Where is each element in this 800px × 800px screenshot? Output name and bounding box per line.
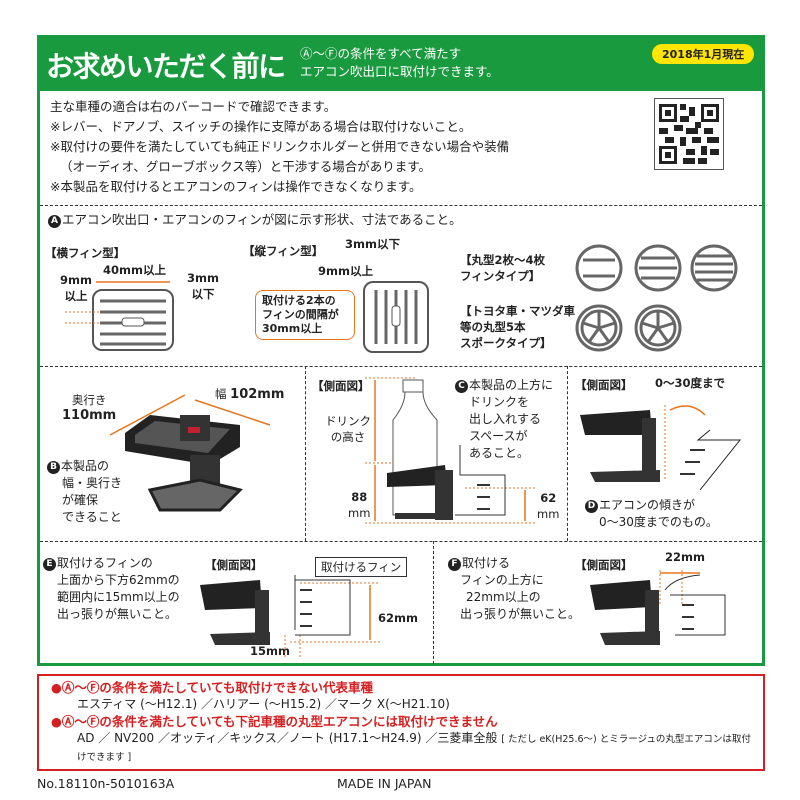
round-fin-diagrams (575, 244, 738, 352)
dim-15mm: 15mm (250, 644, 290, 658)
divider (305, 366, 306, 541)
drink-holder-product-image (109, 394, 271, 512)
width-dim: 幅 102mm (215, 387, 285, 402)
badge-d-icon: D (585, 500, 598, 513)
section-c-side-label: 【側面図】 (312, 379, 370, 393)
side-view-bottle-diagram (365, 377, 535, 524)
angle-dim: 0〜30度まで (655, 376, 726, 390)
qr-code[interactable] (654, 98, 724, 170)
section-d-side-label: 【側面図】 (575, 378, 633, 392)
divider (40, 366, 762, 367)
drink-height-label: ドリンクの高さ (325, 414, 371, 444)
vertical-fin-diagram (363, 281, 429, 353)
badge-f-icon: F (448, 558, 461, 571)
divider (567, 366, 568, 541)
fin-callout: 取付けるフィン (315, 557, 408, 577)
section-e-side-label: 【側面図】 (205, 558, 263, 572)
badge-c-icon: C (455, 380, 468, 393)
side-view-fin-diagram-f (590, 570, 726, 645)
badge-b-icon: B (47, 461, 60, 474)
side-view-tilt-diagram (580, 405, 742, 490)
dim-22mm: 22mm (665, 550, 705, 564)
horizontal-fin-label: 【横フィン型】 (45, 246, 126, 260)
divider (433, 541, 434, 664)
origin-label: MADE IN JAPAN (337, 776, 432, 791)
badge-e-icon: E (43, 558, 56, 571)
vertical-fin-label: 【縦フィン型】 (243, 244, 324, 258)
intro-text: 主な車種の適合は右のバーコードで確認できます。※レバー、ドアノブ、スイッチの操作… (50, 99, 510, 194)
warning-heading-1: ●Ⓐ〜Ⓕの条件を満たしていても取付けできない代表車種 (51, 680, 374, 695)
vertical-gap-dim: 9mm以上 (318, 264, 373, 278)
warning-list-2: AD ／ NV200 ／オッティ／キックス／ノート (H17.1〜H24.9) … (77, 731, 751, 763)
dim-62mm: 62mm (378, 611, 418, 625)
warning-heading-2: ●Ⓐ〜Ⓕの条件を満たしていても下記車種の丸型エアコンには取付けできません (51, 714, 498, 729)
side-view-fin-diagram-e (200, 575, 380, 658)
vertical-thick-dim: 3mm以下 (345, 237, 400, 251)
warning-box: ●Ⓐ〜Ⓕの条件を満たしていても取付けできない代表車種 エスティマ (〜H12.1… (37, 674, 765, 771)
round-fin-label: 【丸型2枚〜4枚フィンタイプ】 (460, 253, 546, 283)
divider (40, 205, 762, 206)
model-number: No.18110n-5010163A (37, 776, 175, 791)
warning-list-1: エスティマ (〜H12.1) ／ハリアー (〜H15.2) ／マーク X(〜H2… (77, 697, 450, 711)
page-title: お求めいただく前に (46, 50, 286, 83)
spoke-fin-label: 【トヨタ車・マツダ車等の丸型5本スポークタイプ】 (460, 304, 575, 350)
header-bar (37, 35, 765, 91)
section-f-side-label: 【側面図】 (575, 558, 633, 572)
badge-a-icon: A (48, 214, 61, 228)
divider (40, 541, 762, 542)
qr-code-icon (659, 104, 719, 164)
date-badge: 2018年1月現在 (652, 44, 755, 64)
horizontal-width-dim: 40mm以上 (103, 263, 166, 277)
header-subtitle: Ⓐ〜Ⓕの条件をすべて満たすエアコン吹出口に取付けできます。 (300, 46, 499, 79)
horizontal-fin-diagram (65, 281, 174, 351)
